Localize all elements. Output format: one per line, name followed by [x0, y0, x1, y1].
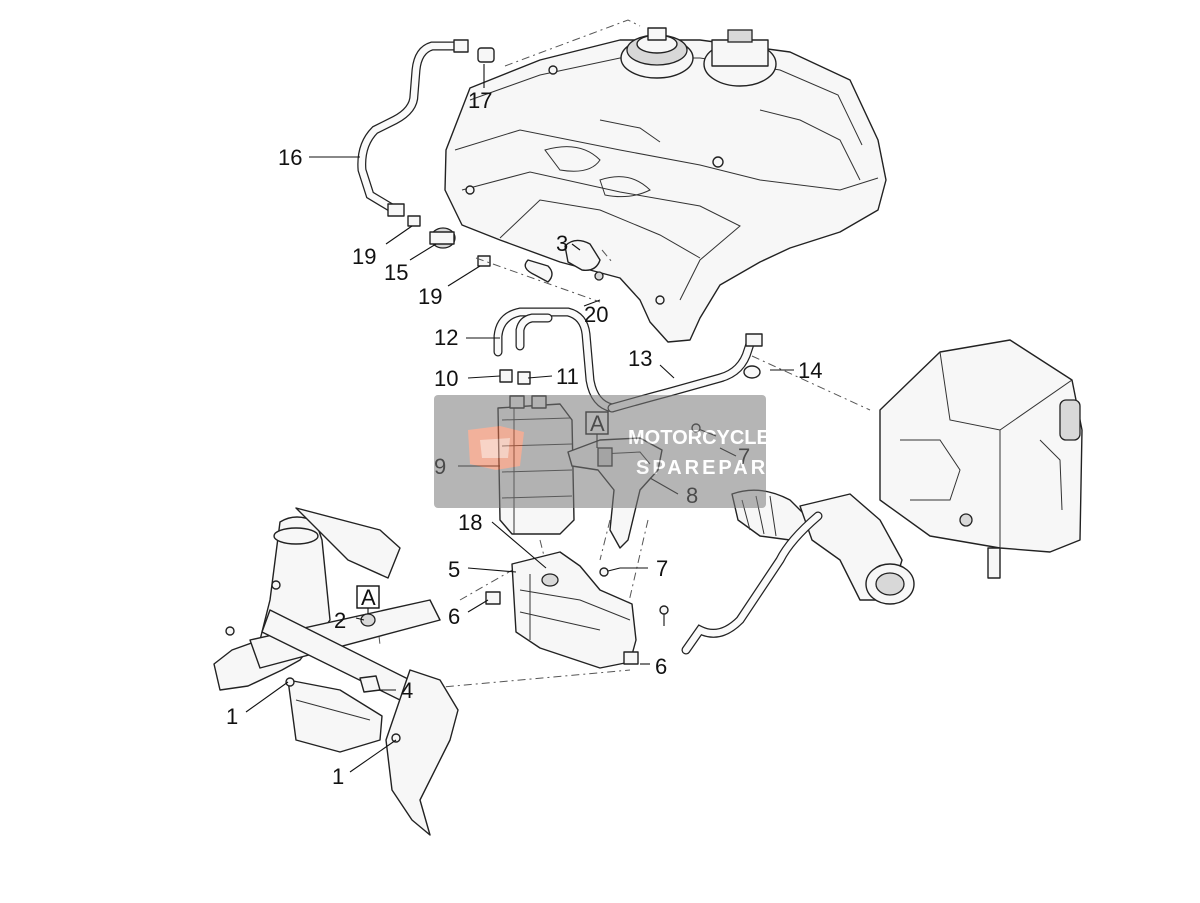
callout-6: 6: [448, 604, 460, 629]
clip-4: [359, 675, 381, 693]
reference-marker-label: A: [361, 585, 376, 610]
breather-hose: [681, 511, 823, 655]
callout-16: 16: [278, 145, 302, 170]
callout-12: 12: [434, 325, 458, 350]
callout-1: 1: [332, 764, 344, 789]
callout-7: 7: [656, 556, 668, 581]
fuel-tank: [444, 27, 887, 343]
callout-17: 17: [468, 88, 492, 113]
callout-3: 3: [556, 231, 568, 256]
reference-marker-a: A: [356, 585, 380, 614]
frame: [213, 507, 459, 836]
callout-20: 20: [584, 302, 608, 327]
callout-1: 1: [226, 704, 238, 729]
watermark-logo-icon: [468, 426, 524, 470]
callout-6: 6: [655, 654, 667, 679]
callout-13: 13: [628, 346, 652, 371]
callout-5: 5: [448, 557, 460, 582]
callout-15: 15: [384, 260, 408, 285]
watermark: MOTORCYCLE SPAREPARTS: [434, 395, 800, 508]
watermark-text: SPAREPARTS: [636, 457, 800, 479]
callout-19: 19: [418, 284, 442, 309]
watermark-band: [434, 395, 766, 508]
washer-14: [743, 365, 761, 379]
leader-lines: [245, 64, 794, 773]
callout-2: 2: [334, 608, 346, 633]
intake-manifold: [731, 489, 915, 605]
callout-numbers: 1 1 2 3 4 5 6 6 7 7 8 9 10 11 12 13 14 1…: [226, 88, 822, 789]
air-filter-box: [879, 339, 1083, 579]
bolts-7b: [599, 567, 669, 626]
one-way-valve: [407, 215, 491, 267]
callout-19: 19: [352, 244, 376, 269]
callout-14: 14: [798, 358, 822, 383]
canister-mount: [485, 551, 639, 669]
callout-18: 18: [458, 510, 482, 535]
hose-clip-17: [477, 47, 495, 63]
callout-4: 4: [401, 678, 413, 703]
watermark-text: MOTORCYCLE: [628, 427, 770, 449]
fittings-10-11: [499, 369, 531, 385]
vent-hose: [357, 39, 469, 217]
clamps: [524, 239, 604, 283]
callout-10: 10: [434, 366, 458, 391]
callout-11: 11: [556, 364, 579, 389]
